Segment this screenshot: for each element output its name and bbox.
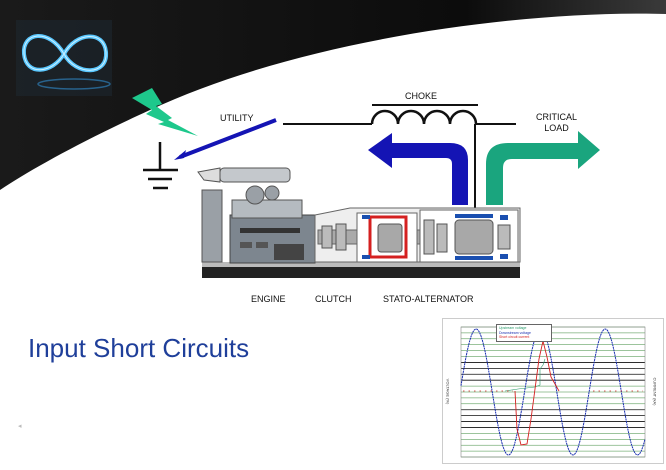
clutch-label: CLUTCH [315,294,352,304]
blue-flow-arrow [368,133,468,205]
upstream-voltage-line [504,358,546,392]
green-flow-arrow [486,131,600,205]
chart-legend: Upstream voltage Downstream voltage Shor… [496,324,552,342]
ground-symbol-icon [143,142,178,190]
choke-coil [370,109,478,125]
critical-load-line2: LOAD [544,123,569,133]
lightning-bolt-icon [132,88,198,136]
short-circuit-chart: Upstream voltage Downstream voltage Shor… [442,318,664,464]
alternator-illustration [314,207,521,263]
engine-label: ENGINE [251,294,286,304]
engine-illustration [197,167,316,264]
legend-downstream: Downstream voltage [499,330,531,335]
legend-current: Short circuit current [499,335,530,339]
critical-load-line1: CRITICAL [536,112,578,122]
short-circuit-current-line [514,340,560,446]
plot-frame [460,326,646,458]
stato-alternator-label: STATO-ALTERNATOR [383,294,474,304]
slide-title: Input Short Circuits [28,333,250,363]
right-axis-label: CURRENT (kA) [652,377,658,406]
utility-switch [179,118,277,159]
chart-plot [460,326,646,458]
critical-load-label: CRITICAL LOAD [536,112,577,134]
infinity-logo [16,20,112,96]
slide-nav-arrow-icon[interactable]: ◂ [18,423,22,430]
legend-upstream: Upstream voltage [499,326,527,330]
utility-label: UTILITY [220,113,254,123]
choke-label: CHOKE [405,91,438,101]
downstream-voltage-line [460,328,646,456]
left-axis-label: VOLTAGE (%) [445,378,451,405]
